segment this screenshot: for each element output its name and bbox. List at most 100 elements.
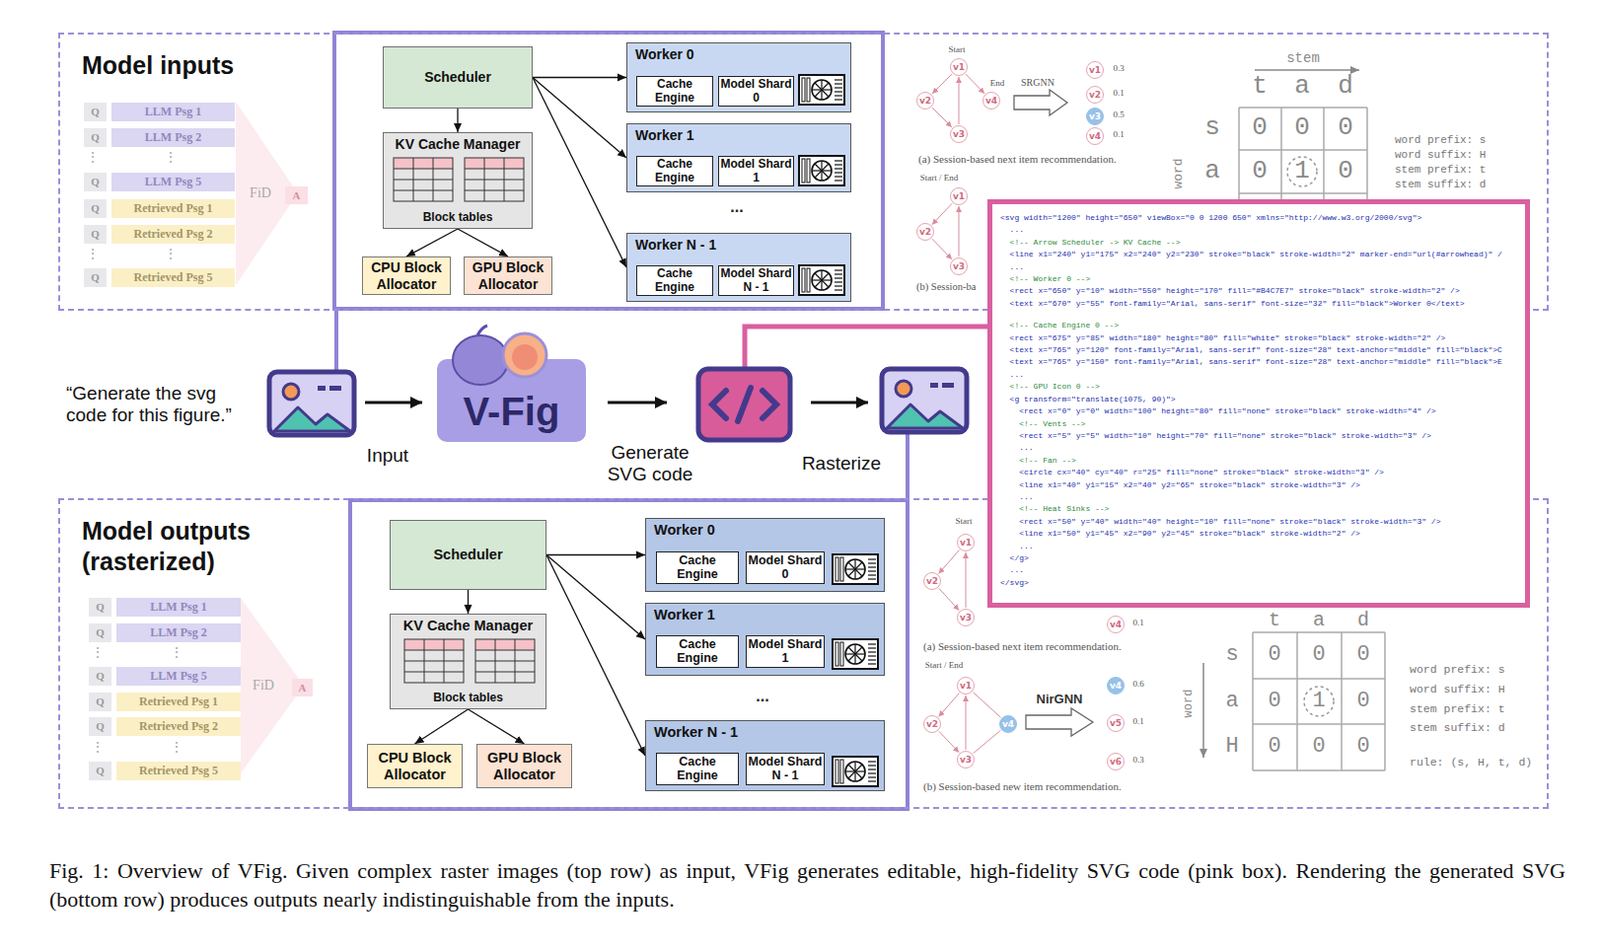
block-table-part [393,157,453,169]
component-box: Model Shard 1 [745,635,825,668]
block-table-part [393,168,453,170]
block-table-part [393,190,453,192]
node-text: Q [95,626,105,640]
node-text: Q [90,105,100,119]
node-text: Retrieved Psg 2 [134,227,214,242]
connector [973,729,1002,753]
code-line: <line x1="40" y1="15" x2="40" y2="65" st… [1000,479,1361,492]
block-table-part [404,650,464,652]
matrix-label: 0 [1356,733,1370,759]
matrix-grid-part [1251,632,1254,771]
code-line: ... [1000,491,1034,504]
gpu-icon-part-part [848,764,863,779]
graph-node: v3 [1086,107,1104,126]
gpu-icon-part-part [834,277,843,279]
graph-node: v2 [916,222,935,241]
component-box: Cache Engine [636,265,714,296]
gpu-icon-part-part [834,167,843,169]
faded-label: ⋮ [85,149,100,166]
code-line: <!-- Cache Engine 0 --> [1000,319,1119,332]
gpu-icon [831,755,879,788]
passage-box: Retrieved Psg 2 [111,224,235,244]
connector [958,206,960,257]
code-line: ... [1000,540,1034,553]
code-icon-part [737,387,751,422]
scheduler-box: Scheduler [389,519,547,590]
connector [546,555,646,641]
block-table [400,638,539,684]
worker-box: Worker N - 1Cache EngineModel Shard N - … [626,232,852,302]
code-line: <rect x="50" y="40" width="40" height="1… [1000,515,1441,528]
gpu-icon-part-part [834,90,843,92]
query-box: Q [88,597,112,617]
gpu-icon-part [799,265,845,295]
node-text: Retrieved Psg 5 [134,271,214,286]
code-line: <!-- GPU Icon 0 --> [1000,380,1100,393]
ellipsis: ... [755,687,769,706]
faded-label: FiD [252,677,275,694]
input-image-icon-part [329,385,342,391]
connector [939,587,959,610]
node-text: v1 [1089,65,1101,75]
graph-node: v4 [1106,676,1125,695]
node-text: Model Shard 1 [719,157,794,184]
node-text: v2 [1089,89,1101,100]
component-box: Cache Engine [655,752,739,786]
gpu-icon-part [799,74,845,105]
matrix-label: t [1251,72,1268,102]
passage-box: LLM Psg 5 [116,666,241,686]
answer-box: A [291,678,313,697]
gpu-icon-part-part [834,285,843,287]
node-text: LLM Psg 5 [145,175,202,190]
faded-label: ⋮ [90,645,105,661]
gpu-icon-part-part [868,566,876,568]
query-box: Q [83,128,107,147]
code-line: <!-- Worker 0 --> [1000,273,1091,286]
node-text: LLM Psg 2 [149,626,207,641]
gpu-icon-part-part [834,159,843,161]
node-text: v3 [952,129,965,140]
output-image-icon-part [930,382,939,388]
matrix-grid-part [1238,106,1368,109]
graph-node: v4 [1106,615,1125,634]
matrix-label: a [1225,688,1238,714]
node-text: Q [95,720,105,733]
gpu-icon-part-part [834,175,843,177]
query-box: Q [83,172,107,192]
node-text: Scheduler [424,69,492,85]
gpu-icon-part [845,559,876,580]
block-table-part [464,190,524,192]
block-table-part [404,671,464,673]
node-text: Retrieved Psg 1 [134,202,214,217]
passage-box: Retrieved Psg 5 [116,761,241,781]
gpu-icon-part-part [868,764,876,766]
matrix-label: 0 [1337,156,1354,187]
graph-node: v2 [1086,85,1104,104]
code-icon-part [698,368,791,440]
matrix-grid-part [1238,148,1368,151]
matrix-grid-part [1237,107,1240,200]
passage-box: Retrieved Psg 5 [111,268,235,288]
input-image-icon-part [283,383,299,400]
system-frame-part [905,434,910,501]
gpu-icon-part [845,644,876,664]
graph-node: v2 [916,91,935,110]
gpu-icon-part-part [868,768,876,770]
connector [456,108,458,133]
graph-label: Start / End [925,659,964,670]
node-text: LLM Psg 5 [149,669,207,684]
node-text: v4 [1002,719,1015,729]
passage-box: Retrieved Psg 1 [116,692,241,712]
node-text: v2 [919,95,932,106]
output-image-icon-part [942,382,954,388]
block-table-part [464,157,524,169]
component-box: Cache Engine [636,75,714,107]
gpu-icon-part [832,756,878,787]
faded-label: FiD [249,185,272,202]
query-box: Q [83,102,107,122]
connector [939,693,960,718]
node-text: Worker N - 1 [654,724,738,741]
gpu-icon-part-part [868,562,876,564]
connector [532,76,627,78]
matrix-label: stem [1286,50,1320,67]
